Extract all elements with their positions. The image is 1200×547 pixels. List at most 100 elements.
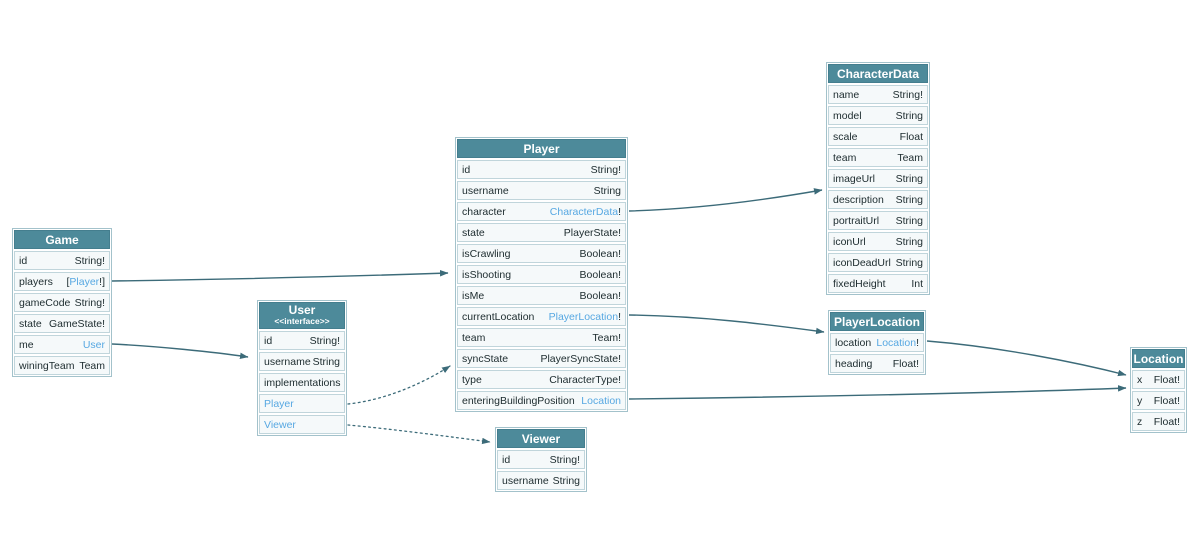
entity-viewer-header[interactable]: Viewer bbox=[497, 429, 585, 448]
field-row-characterdata-iconurl[interactable]: iconUrl String bbox=[828, 232, 928, 251]
field-name: iconUrl bbox=[833, 235, 866, 248]
type-text: String bbox=[895, 172, 923, 185]
entity-user-header[interactable]: User<<interface>> bbox=[259, 302, 345, 329]
field-name: x bbox=[1137, 373, 1143, 386]
field-type: String bbox=[896, 257, 923, 269]
edge-playerlocation-location-to-location bbox=[926, 340, 1127, 377]
type-text: Boolean! bbox=[579, 268, 621, 281]
type-link[interactable]: User bbox=[82, 338, 105, 351]
entity-game-header[interactable]: Game bbox=[14, 230, 110, 249]
field-name: me bbox=[19, 338, 34, 351]
field-row-user-player[interactable]: Player bbox=[259, 394, 345, 413]
field-row-user-viewer[interactable]: Viewer bbox=[259, 415, 345, 434]
field-name: imageUrl bbox=[833, 172, 876, 185]
edge-user-implementation-to-viewer bbox=[347, 424, 491, 445]
entity-playerlocation-header[interactable]: PlayerLocation bbox=[830, 312, 924, 331]
field-row-user-implementations[interactable]: implementations bbox=[259, 373, 345, 392]
field-type: PlayerState! bbox=[564, 227, 621, 239]
field-type: Team bbox=[79, 360, 105, 372]
field-type: String bbox=[896, 236, 923, 248]
entity-stereotype: <<interface>> bbox=[274, 316, 330, 326]
entity-player-header[interactable]: Player bbox=[457, 139, 626, 158]
type-text: String! bbox=[892, 88, 923, 101]
type-link[interactable]: PlayerLocation bbox=[548, 310, 619, 323]
field-type: String bbox=[896, 215, 923, 227]
field-type: String! bbox=[591, 164, 621, 176]
type-text: ! bbox=[916, 336, 919, 349]
type-text: String bbox=[593, 184, 621, 197]
type-text: !] bbox=[99, 275, 105, 288]
field-row-game-me[interactable]: me User bbox=[14, 335, 110, 354]
field-type: [Player!] bbox=[66, 276, 105, 288]
field-type: CharacterType! bbox=[549, 374, 621, 386]
field-name: isMe bbox=[462, 289, 485, 302]
implementation-link[interactable]: Viewer bbox=[264, 418, 296, 431]
field-type: Team bbox=[897, 152, 923, 164]
type-link[interactable]: Location bbox=[581, 394, 621, 407]
field-name: team bbox=[462, 331, 486, 344]
edge-player-enteringbuildingposition-to-location bbox=[628, 385, 1127, 400]
type-link[interactable]: Player bbox=[69, 275, 100, 288]
type-text: String! bbox=[74, 296, 105, 309]
type-text: String bbox=[895, 109, 923, 122]
field-name: heading bbox=[835, 357, 873, 370]
implementation-link[interactable]: Player bbox=[264, 397, 294, 410]
type-link[interactable]: CharacterData bbox=[549, 205, 619, 218]
field-row-game-players[interactable]: players[Player!] bbox=[14, 272, 110, 291]
field-row-player-enteringbuildingposition[interactable]: enteringBuildingPosition Location bbox=[457, 391, 626, 410]
field-type: User bbox=[83, 339, 105, 351]
type-link[interactable]: Location bbox=[876, 336, 917, 349]
type-text: PlayerSyncState! bbox=[540, 352, 621, 365]
entity-characterdata-header[interactable]: CharacterData bbox=[828, 64, 928, 83]
field-row-characterdata-imageurl[interactable]: imageUrl String bbox=[828, 169, 928, 188]
type-text: String bbox=[895, 256, 923, 269]
type-text: GameState! bbox=[48, 317, 105, 330]
field-type: String bbox=[594, 185, 621, 197]
type-text: [ bbox=[66, 275, 70, 288]
entity-location-header[interactable]: Location bbox=[1132, 349, 1185, 368]
field-name: enteringBuildingPosition bbox=[462, 394, 575, 407]
field-name: scale bbox=[833, 130, 858, 143]
field-name: username bbox=[264, 355, 311, 368]
field-type: Float! bbox=[1154, 395, 1180, 407]
